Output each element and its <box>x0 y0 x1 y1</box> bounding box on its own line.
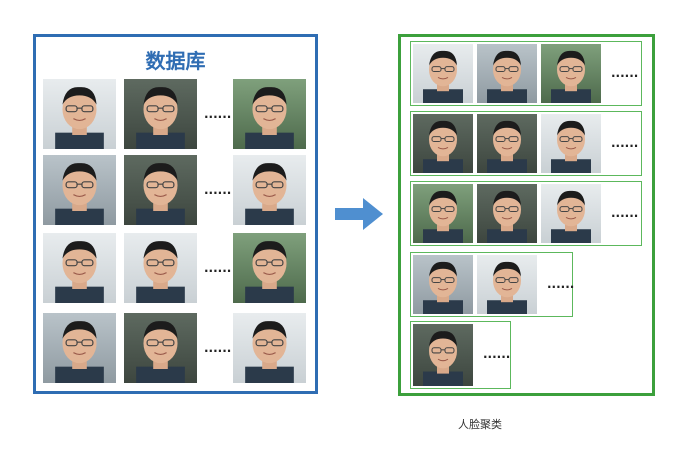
face-photo <box>43 155 116 225</box>
ellipsis-label: ...... <box>204 341 232 355</box>
face-photo <box>413 255 473 314</box>
face-photo <box>477 114 537 173</box>
ellipsis-label: ...... <box>611 65 639 80</box>
face-photo <box>477 184 537 243</box>
face-photo <box>413 324 473 386</box>
face-photo <box>541 184 601 243</box>
face-photo <box>477 255 537 314</box>
face-photo <box>124 233 197 303</box>
face-photo <box>124 79 197 149</box>
face-photo <box>413 184 473 243</box>
face-photo <box>43 79 116 149</box>
face-photo <box>43 233 116 303</box>
face-photo <box>233 313 306 383</box>
right-arrow-icon <box>335 198 383 230</box>
face-photo <box>413 44 473 103</box>
cluster-panel <box>398 34 655 396</box>
ellipsis-label: ...... <box>611 205 639 220</box>
face-photo <box>413 114 473 173</box>
ellipsis-label: ...... <box>547 276 575 291</box>
face-photo <box>124 155 197 225</box>
face-photo <box>124 313 197 383</box>
ellipsis-label: ...... <box>611 135 639 150</box>
ellipsis-label: ...... <box>204 261 232 275</box>
ellipsis-label: ...... <box>204 183 232 197</box>
face-photo <box>477 44 537 103</box>
face-photo <box>541 44 601 103</box>
ellipsis-label: ...... <box>483 347 511 361</box>
face-photo <box>43 313 116 383</box>
face-photo <box>233 233 306 303</box>
caption: 人脸聚类 <box>458 418 502 431</box>
face-photo <box>233 155 306 225</box>
ellipsis-label: ...... <box>204 107 232 121</box>
database-title: 数据库 <box>145 49 206 73</box>
face-photo <box>541 114 601 173</box>
face-photo <box>233 79 306 149</box>
